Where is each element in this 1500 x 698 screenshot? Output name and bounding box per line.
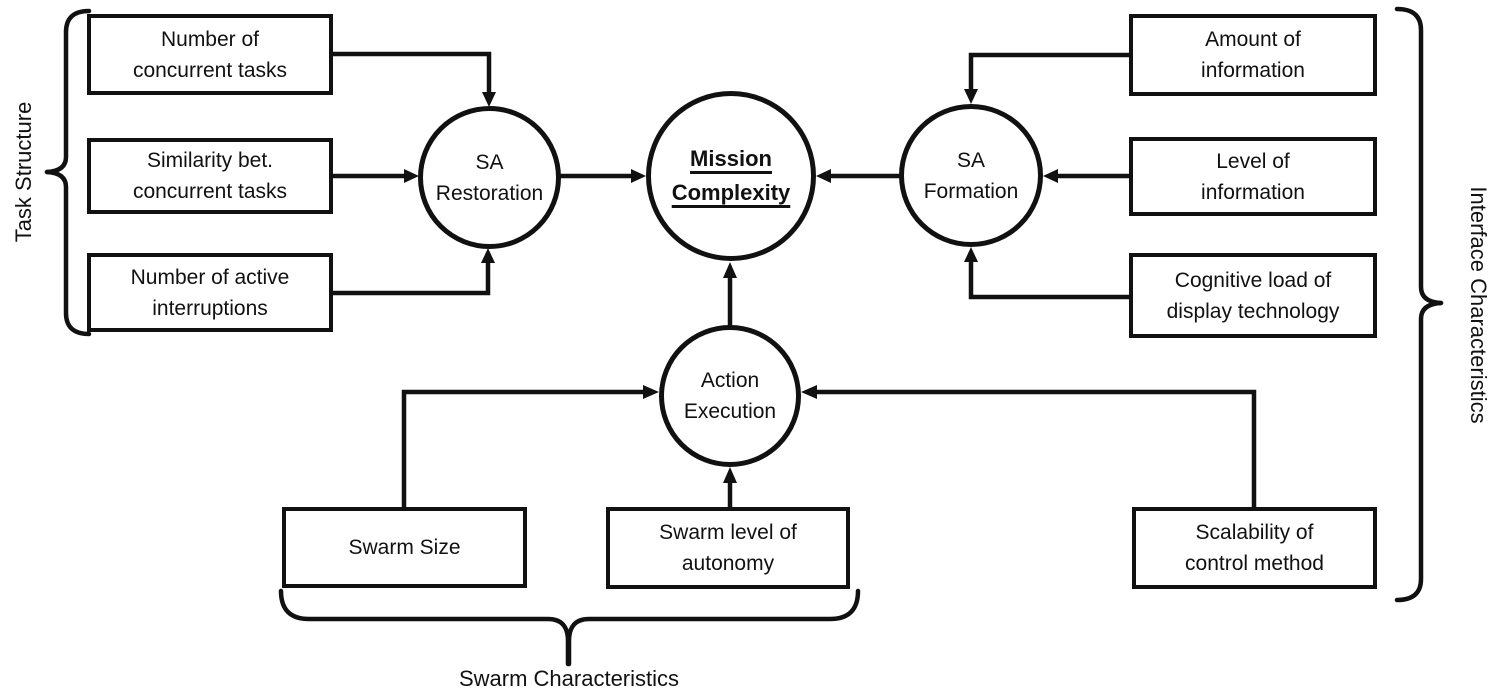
factor-text: Number of	[160, 27, 260, 51]
node-sa-formation: SA Formation	[899, 104, 1043, 247]
factor-box-amount-of-information: Amount of information	[1129, 14, 1377, 96]
edge-scalability-to-action-execution	[801, 385, 1257, 508]
edge-level-info-to-sa-formation	[1043, 169, 1130, 183]
factor-box-cognitive-load-of-display-technology: Cognitive load of display technology	[1129, 253, 1377, 338]
factor-box-level-of-information: Level of information	[1129, 137, 1377, 216]
factor-box-similarity-between-concurrent-tasks: Similarity bet. concurrent tasks	[87, 138, 333, 214]
factor-text: Swarm Size	[348, 536, 461, 559]
factor-text: autonomy	[681, 552, 775, 575]
factor-box-number-of-concurrent-tasks: Number of concurrent tasks	[87, 14, 333, 95]
edge-swarm-size-to-action-execution	[401, 385, 659, 508]
node-text: SA	[956, 148, 985, 172]
node-text: SA	[475, 150, 504, 174]
edge-cognitive-load-to-sa-formation	[964, 247, 1130, 300]
factor-text: Number of active	[130, 265, 290, 289]
edge-interruptions-to-sa-restoration	[331, 248, 495, 296]
factor-text: Level of	[1216, 149, 1290, 173]
edge-similarity-to-sa-restoration	[331, 169, 419, 183]
task-structure-label: Task Structure	[11, 101, 36, 243]
node-action-execution: Action Execution	[659, 325, 801, 467]
node-text: Mission	[690, 146, 772, 171]
node-sa-restoration: SA Restoration	[418, 106, 561, 249]
factor-box-scalability-of-control-method: Scalability of control method	[1132, 507, 1377, 589]
factor-text: concurrent tasks	[132, 180, 288, 203]
factor-text: control method	[1185, 552, 1324, 575]
edge-concurrent-tasks-to-sa-restoration	[331, 51, 496, 107]
edge-sa-restoration-to-mission-complexity	[559, 169, 646, 183]
factor-box-swarm-level-of-autonomy: Swarm level of autonomy	[606, 507, 850, 589]
node-text: Action	[700, 369, 760, 392]
edge-sa-formation-to-mission-complexity	[816, 169, 901, 183]
edge-swarm-autonomy-to-action-execution	[723, 467, 737, 508]
swarm-characteristics-brace	[278, 588, 861, 667]
factor-box-swarm-size: Swarm Size	[282, 507, 527, 588]
node-text: Formation	[923, 179, 1019, 203]
swarm-characteristics-label: Swarm Characteristics	[458, 666, 680, 691]
factor-text: Scalability of	[1195, 521, 1314, 544]
factor-text: interruptions	[152, 296, 268, 320]
node-text: Execution	[683, 400, 777, 423]
interface-characteristics-label: Interface Characteristics	[1466, 186, 1491, 424]
factor-text: display technology	[1166, 299, 1340, 323]
task-structure-brace	[44, 8, 92, 337]
factor-text: Amount of	[1205, 28, 1301, 51]
node-text: Complexity	[671, 180, 791, 205]
factor-text: Cognitive load of	[1174, 268, 1332, 292]
factor-text: Swarm level of	[659, 521, 797, 544]
edge-action-execution-to-mission-complexity	[723, 262, 737, 327]
node-text: Restoration	[435, 181, 544, 205]
factor-text: information	[1201, 180, 1305, 204]
interface-characteristics-brace	[1394, 6, 1444, 603]
node-mission-complexity: Mission Complexity	[646, 91, 816, 261]
factor-text: concurrent tasks	[132, 58, 288, 82]
factor-text: information	[1201, 59, 1305, 82]
factor-box-number-of-active-interruptions: Number of active interruptions	[87, 253, 333, 332]
factor-text: Similarity bet.	[146, 149, 274, 172]
edge-amount-info-to-sa-formation	[964, 52, 1130, 104]
